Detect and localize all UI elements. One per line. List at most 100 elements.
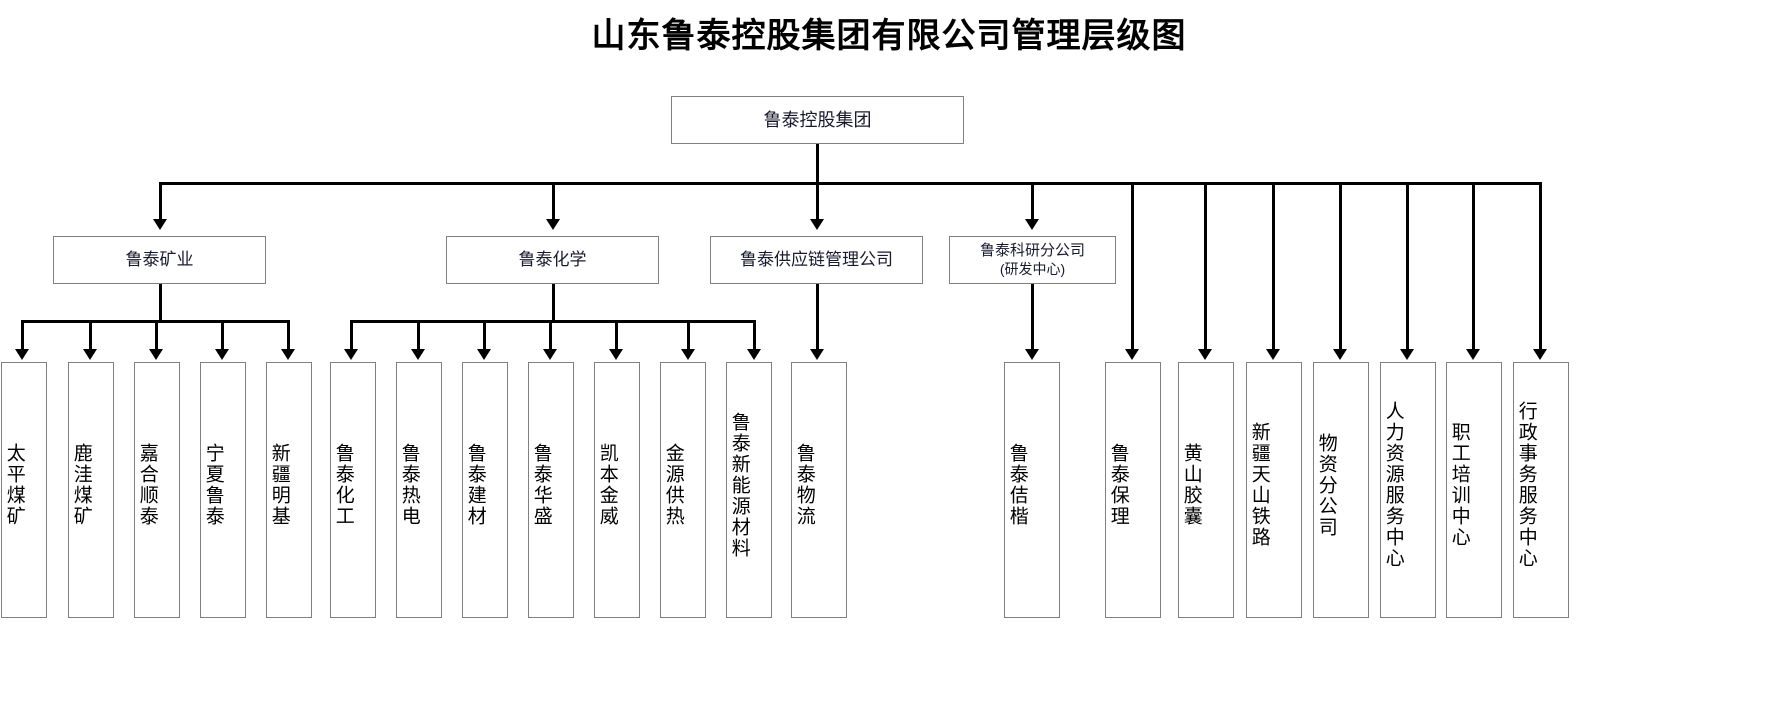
connector-group-5: [1472, 182, 1475, 350]
node-leaf-group-6[interactable]: 行政事务服务中心: [1513, 362, 1569, 618]
node-mining-division-label: 鲁泰矿业: [125, 250, 194, 270]
node-leaf-chemical-0-label: 鲁泰化工: [332, 443, 354, 527]
node-research-division[interactable]: 鲁泰科研分公司 (研发中心): [949, 236, 1116, 284]
arrow-mining-1: [83, 349, 97, 360]
arrow-chemical-6: [747, 349, 761, 360]
node-leaf-mining-2[interactable]: 嘉合顺泰: [134, 362, 180, 618]
node-leaf-supplychain-0-label: 鲁泰物流: [793, 443, 815, 527]
node-leaf-mining-3[interactable]: 宁夏鲁泰: [200, 362, 246, 618]
node-leaf-group-3[interactable]: 物资分公司: [1313, 362, 1369, 618]
connector-chemical-2: [483, 320, 486, 350]
arrow-chemical: [546, 219, 560, 230]
arrow-supplychain: [810, 219, 824, 230]
connector-level2-bus: [159, 182, 1541, 185]
connector-chemical-0: [350, 320, 353, 350]
node-leaf-mining-2-label: 嘉合顺泰: [136, 443, 158, 527]
node-leaf-group-0[interactable]: 鲁泰保理: [1105, 362, 1161, 618]
node-leaf-chemical-5-label: 金源供热: [662, 443, 684, 527]
arrow-group-4: [1400, 349, 1414, 360]
connector-mining-3: [221, 320, 224, 350]
node-leaf-supplychain-0[interactable]: 鲁泰物流: [791, 362, 847, 618]
connector-chemical-5: [687, 320, 690, 350]
node-leaf-group-1[interactable]: 黄山胶囊: [1178, 362, 1234, 618]
node-leaf-group-5-label: 职工培训中心: [1448, 422, 1470, 548]
node-leaf-chemical-3-label: 鲁泰华盛: [530, 443, 552, 527]
arrow-chemical-0: [344, 349, 358, 360]
node-leaf-chemical-6[interactable]: 鲁泰新能源材料: [726, 362, 772, 618]
arrow-group-3: [1333, 349, 1347, 360]
node-leaf-group-3-label: 物资分公司: [1315, 432, 1337, 538]
node-leaf-group-4-label: 人力资源服务中心: [1382, 401, 1404, 569]
connector-drop-mining: [159, 182, 162, 220]
arrow-research: [1025, 219, 1039, 230]
connector-supplychain-stem: [816, 284, 819, 350]
node-leaf-mining-1-label: 鹿洼煤矿: [70, 443, 92, 527]
node-chemical-division[interactable]: 鲁泰化学: [446, 236, 659, 284]
node-leaf-mining-0-label: 太平煤矿: [3, 443, 25, 527]
connector-chemical-4: [615, 320, 618, 350]
node-leaf-chemical-2[interactable]: 鲁泰建材: [462, 362, 508, 618]
arrow-mining-2: [149, 349, 163, 360]
node-supplychain-division[interactable]: 鲁泰供应链管理公司: [710, 236, 923, 284]
arrow-chemical-5: [681, 349, 695, 360]
connector-mining-2: [155, 320, 158, 350]
node-leaf-chemical-6-label: 鲁泰新能源材料: [728, 411, 750, 559]
node-leaf-chemical-2-label: 鲁泰建材: [464, 443, 486, 527]
node-leaf-chemical-3[interactable]: 鲁泰华盛: [528, 362, 574, 618]
connector-group-0: [1131, 182, 1134, 350]
connector-group-4: [1406, 182, 1409, 350]
arrow-mining-3: [215, 349, 229, 360]
connector-group-3: [1339, 182, 1342, 350]
connector-mining-1: [89, 320, 92, 350]
arrow-group-2: [1266, 349, 1280, 360]
node-research-division-label: 鲁泰科研分公司: [979, 241, 1085, 259]
node-leaf-mining-0[interactable]: 太平煤矿: [1, 362, 47, 618]
arrow-chemical-1: [411, 349, 425, 360]
connector-group-1: [1204, 182, 1207, 350]
connector-chemical-6: [753, 320, 756, 350]
connector-group-2: [1272, 182, 1275, 350]
node-leaf-group-5[interactable]: 职工培训中心: [1446, 362, 1502, 618]
node-leaf-chemical-1-label: 鲁泰热电: [398, 443, 420, 527]
node-research-division-sublabel: (研发中心): [999, 260, 1066, 277]
arrow-group-0: [1125, 349, 1139, 360]
arrow-chemical-4: [609, 349, 623, 360]
node-leaf-research-0[interactable]: 鲁泰佶楷: [1004, 362, 1060, 618]
node-leaf-chemical-5[interactable]: 金源供热: [660, 362, 706, 618]
arrow-chemical-2: [477, 349, 491, 360]
node-leaf-chemical-0[interactable]: 鲁泰化工: [330, 362, 376, 618]
arrow-group-6: [1533, 349, 1547, 360]
connector-drop-supplychain: [816, 182, 819, 220]
arrow-mining-4: [281, 349, 295, 360]
node-leaf-mining-4[interactable]: 新疆明基: [266, 362, 312, 618]
connector-root-stem: [816, 144, 819, 182]
node-leaf-group-4[interactable]: 人力资源服务中心: [1380, 362, 1436, 618]
connector-group-6: [1539, 182, 1542, 350]
connector-drop-research: [1031, 182, 1034, 220]
arrow-chemical-3: [543, 349, 557, 360]
node-leaf-research-0-label: 鲁泰佶楷: [1006, 443, 1028, 527]
arrow-research-0: [1025, 349, 1039, 360]
node-leaf-group-2-label: 新疆天山铁路: [1248, 422, 1270, 548]
page-title: 山东鲁泰控股集团有限公司管理层级图: [591, 18, 1187, 55]
node-leaf-mining-1[interactable]: 鹿洼煤矿: [68, 362, 114, 618]
connector-chemical-stem: [552, 284, 555, 322]
node-leaf-mining-3-label: 宁夏鲁泰: [202, 443, 224, 527]
node-root[interactable]: 鲁泰控股集团: [671, 96, 964, 144]
connector-chemical-3: [549, 320, 552, 350]
connector-research-stem: [1031, 284, 1034, 350]
arrow-mining: [153, 219, 167, 230]
node-leaf-mining-4-label: 新疆明基: [268, 443, 290, 527]
node-mining-division[interactable]: 鲁泰矿业: [53, 236, 266, 284]
node-leaf-chemical-4-label: 凯本金威: [596, 443, 618, 527]
node-supplychain-division-label: 鲁泰供应链管理公司: [740, 250, 893, 270]
node-leaf-group-1-label: 黄山胶囊: [1180, 443, 1202, 527]
arrow-supplychain-0: [810, 349, 824, 360]
node-leaf-group-0-label: 鲁泰保理: [1107, 443, 1129, 527]
node-leaf-chemical-4[interactable]: 凯本金威: [594, 362, 640, 618]
node-leaf-chemical-1[interactable]: 鲁泰热电: [396, 362, 442, 618]
node-root-label: 鲁泰控股集团: [763, 109, 872, 130]
node-leaf-group-2[interactable]: 新疆天山铁路: [1246, 362, 1302, 618]
connector-mining-0: [21, 320, 24, 350]
connector-chemical-bus: [350, 320, 756, 323]
